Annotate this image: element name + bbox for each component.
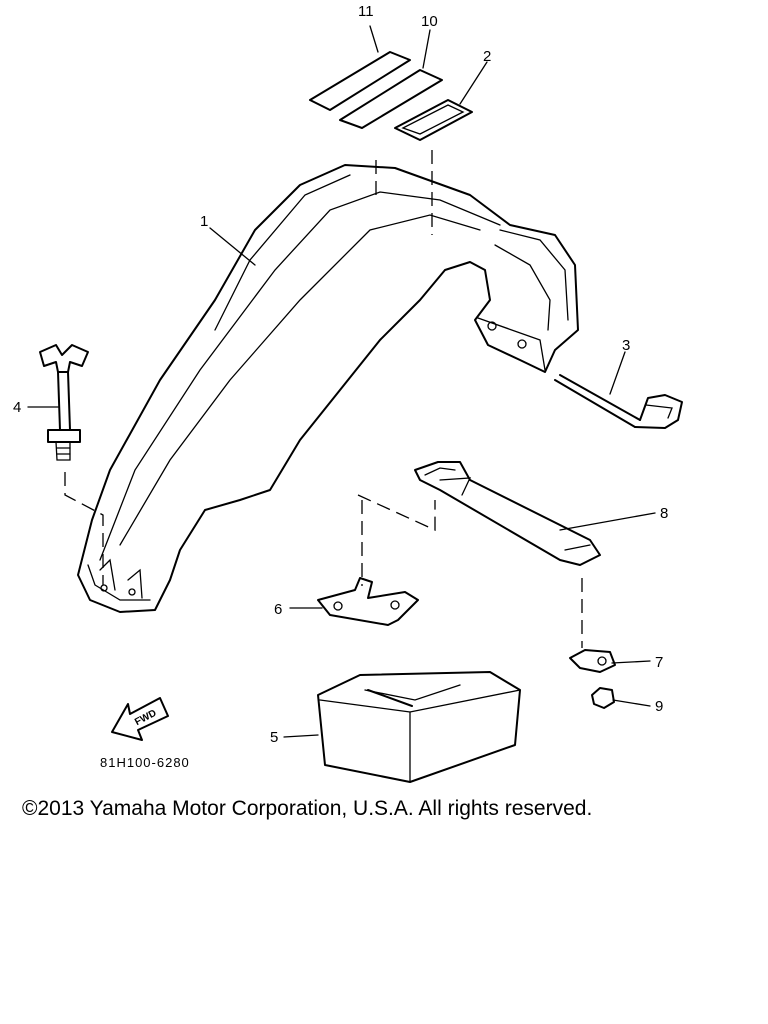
assembly-lines (64, 150, 583, 648)
clip-7 (569, 649, 616, 673)
seal-2 (394, 99, 473, 141)
wing-bolt-4 (39, 344, 89, 461)
callout-9: 9 (655, 698, 663, 715)
callout-6: 6 (274, 601, 282, 618)
callout-10: 10 (421, 13, 438, 30)
decal-10 (339, 69, 443, 129)
box-5 (317, 671, 521, 783)
diagram-code: 81H100-6280 (100, 755, 190, 770)
callout-1: 1 (200, 213, 208, 230)
copyright-notice: ©2013 Yamaha Motor Corporation, U.S.A. A… (22, 797, 593, 820)
callout-3: 3 (622, 337, 630, 354)
callout-5: 5 (270, 729, 278, 746)
plate-6 (317, 577, 419, 626)
callout-7: 7 (655, 654, 663, 671)
callout-2: 2 (483, 48, 491, 65)
strap-8 (414, 461, 601, 566)
callout-11: 11 (358, 3, 374, 20)
callout-4: 4 (13, 399, 21, 416)
fwd-arrow-icon: FWD (111, 697, 169, 741)
nut-9 (591, 687, 615, 709)
fender-1 (77, 164, 579, 613)
decal-11 (309, 51, 411, 111)
rod-3 (554, 374, 683, 429)
callout-8: 8 (660, 505, 668, 522)
leader-lines (27, 25, 656, 738)
callout-labels: 11 10 2 1 3 4 8 6 7 9 5 (13, 3, 668, 746)
